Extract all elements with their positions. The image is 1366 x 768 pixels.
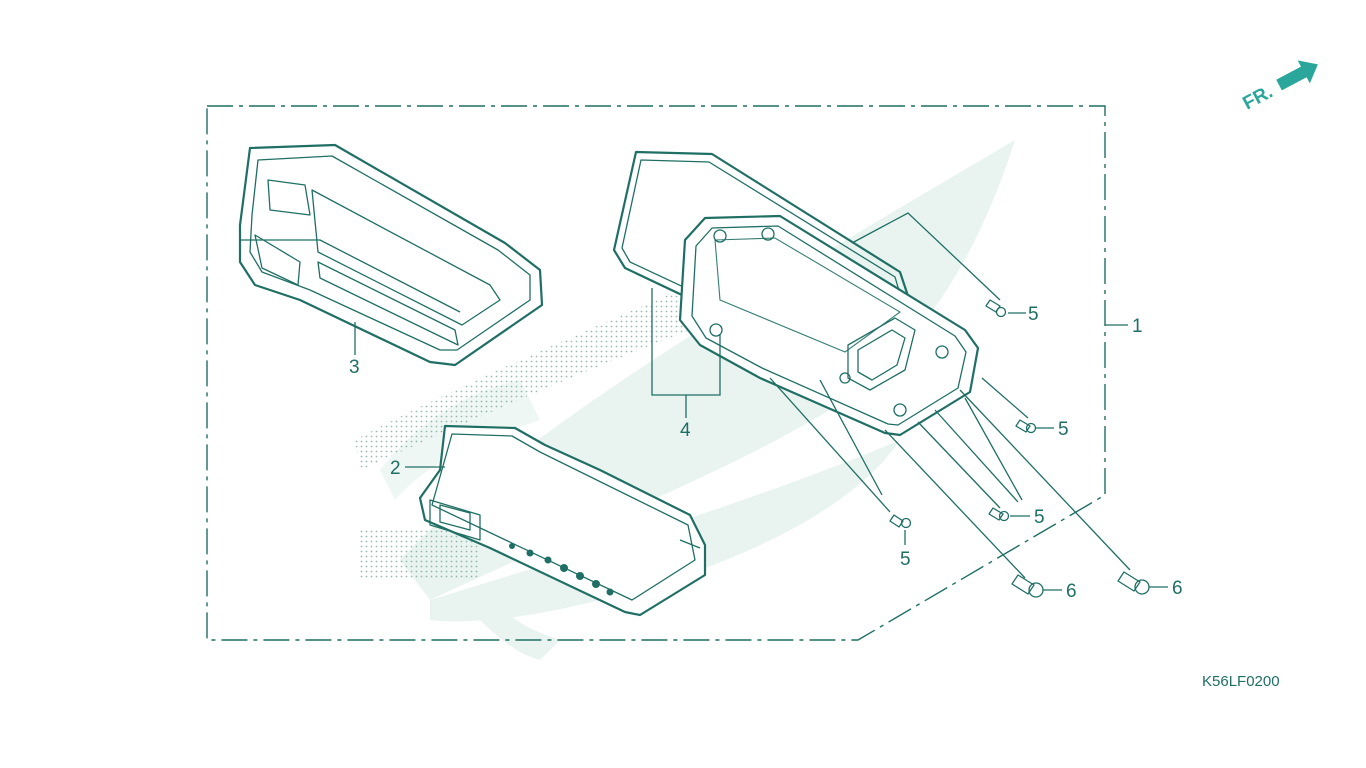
callout-6-b: 6 xyxy=(1172,578,1183,599)
callout-4: 4 xyxy=(680,420,691,441)
callout-3: 3 xyxy=(349,357,360,378)
callout-6-a: 6 xyxy=(1066,581,1077,602)
figure-code: K56LF0200 xyxy=(1202,673,1280,690)
front-direction-arrow-icon: FR. xyxy=(1239,60,1318,115)
assembly-frame xyxy=(206,105,1106,641)
screw-5-a xyxy=(985,299,1007,318)
screw-5-b xyxy=(1015,419,1037,434)
screw-6-a xyxy=(1011,574,1044,598)
screw-5-d xyxy=(889,514,912,529)
meter-cover-part xyxy=(238,143,544,367)
callout-2: 2 xyxy=(390,458,401,479)
indicator-lamps xyxy=(509,543,614,596)
meter-unit-part xyxy=(418,424,707,617)
screw-5-c xyxy=(988,507,1010,522)
leader-lines xyxy=(354,212,1168,591)
callout-5-c: 5 xyxy=(1034,507,1045,528)
front-direction-label: FR. xyxy=(1239,82,1276,115)
callout-5-b: 5 xyxy=(1058,419,1069,440)
screw-6-b xyxy=(1117,571,1150,595)
callout-5-d: 5 xyxy=(900,549,911,570)
callout-1: 1 xyxy=(1132,316,1143,337)
callout-5-a: 5 xyxy=(1028,304,1039,325)
meter-case-part xyxy=(678,214,980,437)
